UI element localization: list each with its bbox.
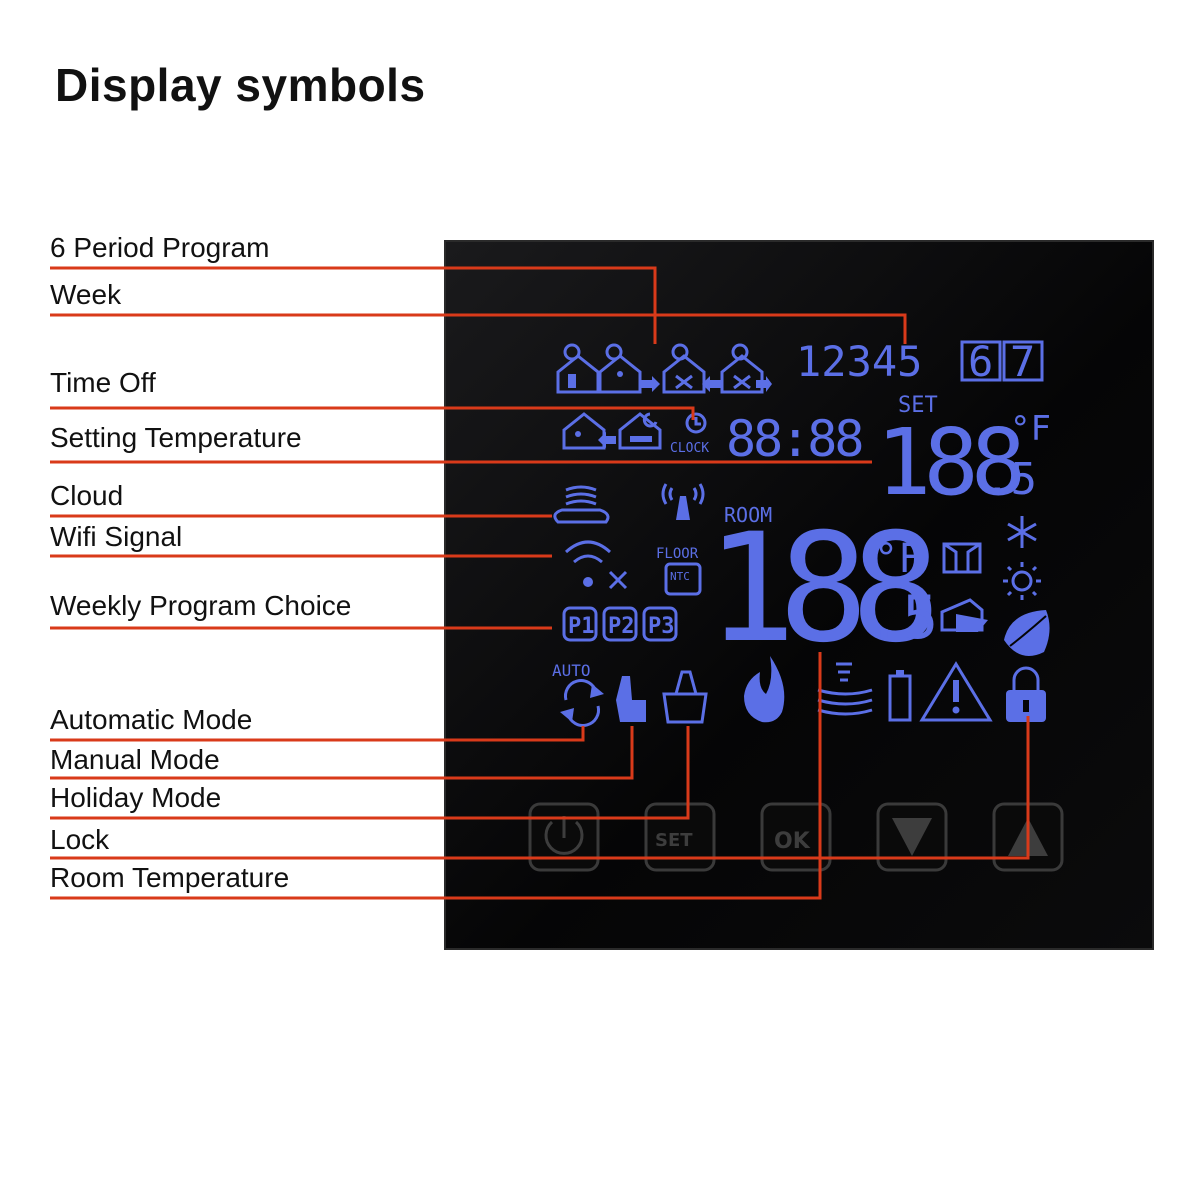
set-temp-decimal: .5 [984,454,1037,505]
label-automatic-mode: Automatic Mode [50,704,253,735]
leader-time-off [50,406,695,420]
label-wifi-signal: Wifi Signal [50,521,183,552]
leader-6-period-program [50,266,657,344]
snowflake-icon [1007,516,1037,548]
return-icon [662,343,722,394]
label-room-temperature: Room Temperature [50,862,290,893]
weekly-program-icons: P1 P2 P3 [562,606,678,642]
auto-mode-icon [560,679,604,727]
ntc-box [664,562,702,596]
sleep-icon [618,412,662,450]
label-lock: Lock [50,824,110,855]
leader-lines [50,266,1030,900]
leader-week [50,313,907,344]
label-setting-temperature: Setting Temperature [50,422,302,453]
label-week: Week [50,279,122,310]
ntc-label: NTC [670,570,690,583]
svg-text:P3: P3 [648,614,675,639]
svg-text:SET: SET [655,830,693,851]
window-icon [942,542,982,574]
room-label: ROOM [724,503,772,527]
set-label: SET [898,393,938,418]
floor-label: FLOOR [656,546,699,562]
wifi-icon [564,540,628,590]
lock-icon [1006,666,1046,722]
svg-text:P1: P1 [568,614,595,639]
label-6-period-program: 6 Period Program [50,232,270,263]
week-day-6-box [960,340,1002,382]
leader-lock [50,716,1030,860]
leader-automatic-mode [50,726,585,742]
leave-icon [598,343,660,394]
set-button[interactable]: SET [644,802,716,872]
label-cloud: Cloud [50,480,124,511]
period-program-icons [556,343,772,394]
water-heat-icon [817,662,873,716]
sun-icon [1003,562,1041,600]
room-temp-decimal: .5 [866,583,938,653]
week-days: 12345 [796,337,922,386]
power-button[interactable] [528,802,600,872]
room-unit: °F [874,536,922,582]
auto-label: AUTO [552,661,591,680]
return-home-icon [562,412,616,450]
manual-mode-icon [616,676,646,722]
clock-label: CLOCK [670,441,709,456]
down-button[interactable] [876,802,948,872]
svg-text:OK: OK [774,829,811,854]
leader-holiday-mode [50,726,690,820]
leader-room-temperature [50,652,822,900]
cloud-icon [553,485,610,524]
leaf-icon [1004,610,1050,656]
week-day-6: 6 [968,337,993,386]
room-temp-digits: 188 [706,502,932,676]
evening-icon [720,343,772,394]
label-holiday-mode: Holiday Mode [50,782,222,813]
svg-text:P2: P2 [608,614,635,639]
floor-heating-icon [940,598,988,632]
label-weekly-program-choice: Weekly Program Choice [50,590,352,621]
set-unit: °F [1010,409,1051,449]
clock-icon [685,412,707,434]
clock-digits: 88:88 [726,410,862,468]
warning-icon [919,661,993,722]
leader-manual-mode [50,726,634,780]
battery-icon [888,670,912,722]
week-day-7-box [1002,340,1044,382]
label-manual-mode: Manual Mode [50,744,220,775]
label-time-off: Time Off [50,367,156,398]
week-day-7: 7 [1010,337,1035,386]
wake-icon [556,343,600,394]
holiday-mode-icon [662,670,708,724]
ok-button[interactable]: OK [760,802,832,872]
page-title: Display symbols [55,59,426,111]
flame-icon [744,656,785,723]
set-temp-digits: 188 [876,409,1021,516]
antenna-icon [661,483,705,520]
